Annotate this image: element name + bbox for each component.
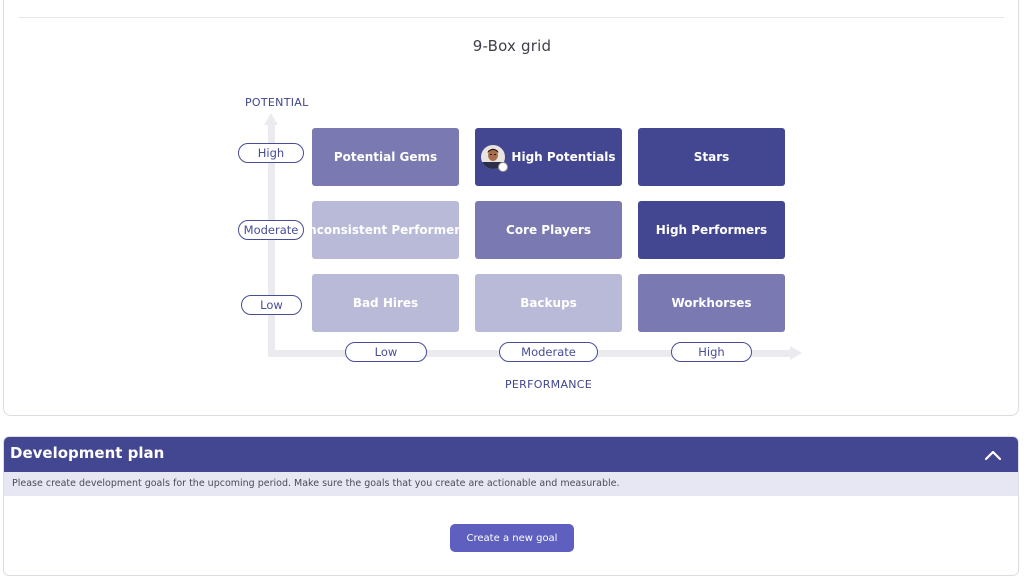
development-plan-note: Please create development goals for the … <box>4 472 1018 496</box>
x-level-high: High <box>671 342 752 362</box>
cell-backups[interactable]: Backups <box>475 274 622 332</box>
cell-label: Bad Hires <box>352 296 419 310</box>
cell-label: Workhorses <box>671 296 752 310</box>
y-axis-arrow-icon <box>264 113 278 125</box>
x-axis-title: PERFORMANCE <box>505 378 593 391</box>
y-level-low: Low <box>241 295 302 315</box>
y-level-high: High <box>238 143 304 163</box>
avatar-status-badge <box>498 162 509 172</box>
cell-label: Stars <box>693 150 730 164</box>
y-axis-title: POTENTIAL <box>245 96 309 109</box>
top-divider <box>18 17 1004 18</box>
create-goal-button[interactable]: Create a new goal <box>450 524 574 552</box>
cell-bad-hires[interactable]: Bad Hires <box>312 274 459 332</box>
cell-label: Inconsistent Performers <box>312 223 459 237</box>
avatar-photo-icon <box>481 145 506 169</box>
grid-title: 9-Box grid <box>472 37 552 55</box>
cell-label: High Potentials <box>511 150 616 164</box>
cell-label: High Performers <box>655 223 768 237</box>
development-plan-header[interactable]: Development plan <box>4 437 1018 472</box>
development-plan-title: Development plan <box>10 444 165 462</box>
cell-high-performers[interactable]: High Performers <box>638 201 785 259</box>
cell-core-players[interactable]: Core Players <box>475 201 622 259</box>
employee-avatar[interactable] <box>481 145 509 172</box>
cell-workhorses[interactable]: Workhorses <box>638 274 785 332</box>
x-axis-arrow-icon <box>790 346 802 360</box>
cell-high-potentials[interactable]: High Potentials <box>475 128 622 186</box>
y-level-moderate: Moderate <box>238 220 304 240</box>
development-plan-card: Development plan Please create developme… <box>3 436 1019 576</box>
x-level-moderate: Moderate <box>499 342 598 362</box>
cell-label: Potential Gems <box>333 150 438 164</box>
cell-stars[interactable]: Stars <box>638 128 785 186</box>
chevron-up-icon[interactable] <box>980 443 1006 467</box>
cell-potential-gems[interactable]: Potential Gems <box>312 128 459 186</box>
cell-label: Backups <box>520 296 577 310</box>
x-level-low: Low <box>345 342 427 362</box>
cell-label: Core Players <box>506 223 591 237</box>
cell-inconsistent-performers[interactable]: Inconsistent Performers <box>312 201 459 259</box>
